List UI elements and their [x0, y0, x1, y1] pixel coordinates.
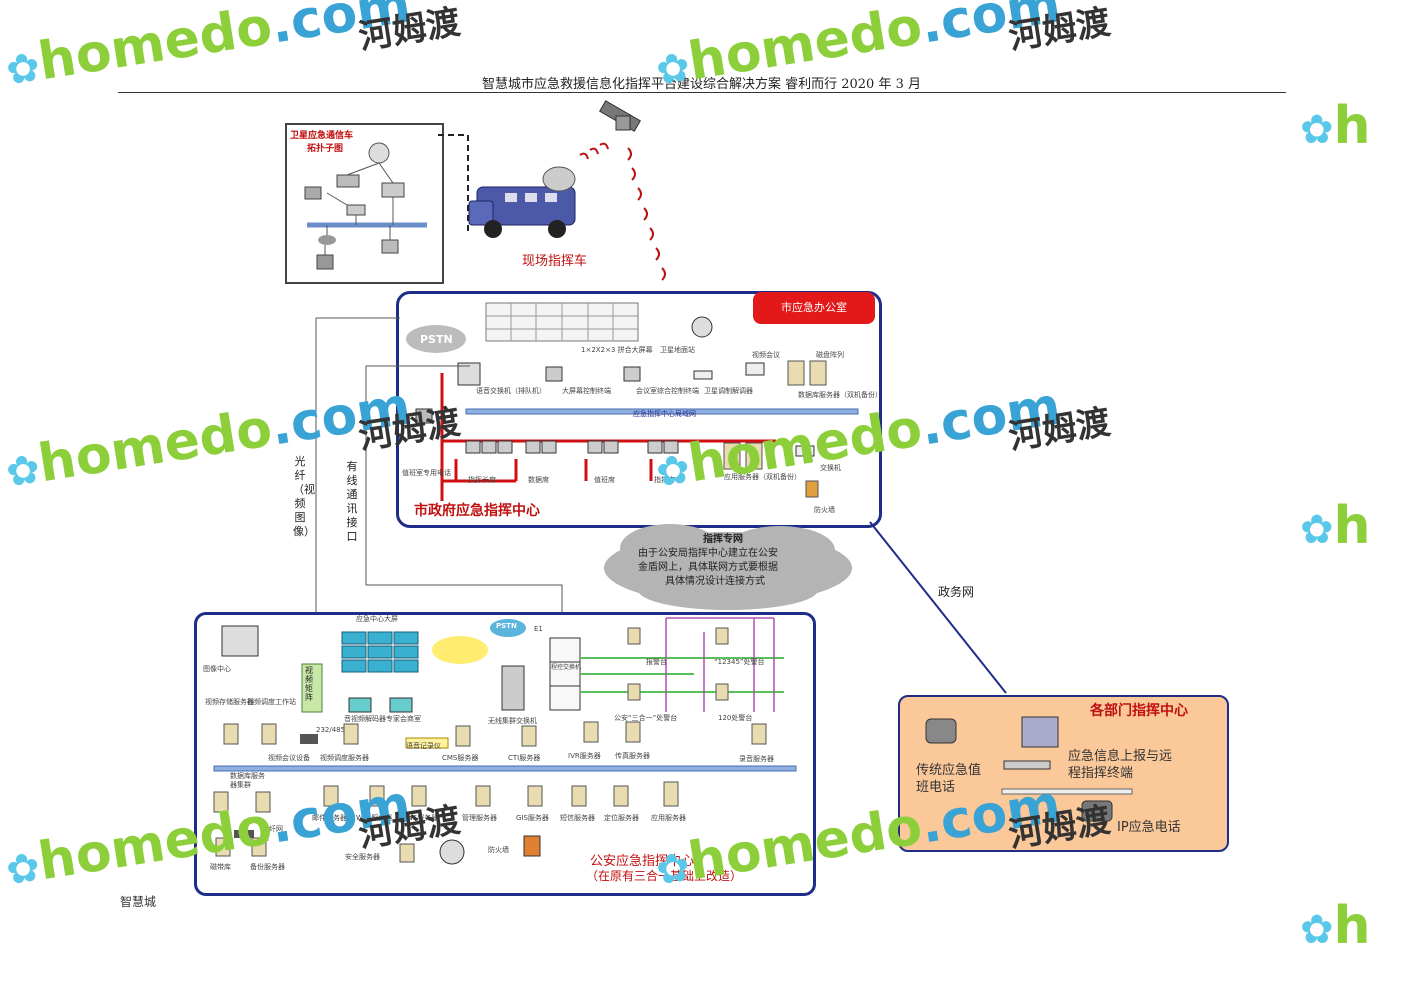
- gov-center-diagram: [406, 302, 859, 501]
- gov-big-screen-label: 1×2X2×3 拼合大屏幕: [581, 346, 653, 354]
- page-header: 智慧城市应急救援信息化指挥平台建设综合解决方案 睿利而行 2020 年 3 月: [481, 77, 922, 92]
- gov-net-label: 政务网: [938, 585, 975, 599]
- police-record-label: 录音服务器: [739, 755, 774, 763]
- police-firewall-label: 防火墙: [488, 846, 509, 854]
- gov-sat-modem-label: 卫星调制解调器: [704, 387, 753, 395]
- police-vconf-label: 视频会议设备: [268, 754, 310, 762]
- gov-seat-3: 值班席: [594, 476, 615, 484]
- police-matrix-label: 视频矩阵: [305, 666, 313, 702]
- dept-phone-label: 传统应急值班电话: [916, 763, 982, 795]
- gov-center-title: 市政府应急指挥中心: [414, 503, 540, 519]
- police-dns-label: DNS服务器: [402, 814, 439, 822]
- gov-disk-array-label: 磁盘阵列: [816, 351, 844, 359]
- police-fax-label: 传真服务器: [615, 752, 650, 760]
- gov-seat-2: 数据席: [528, 476, 549, 484]
- cloud-line-2: 金盾网上，具体联网方式要根据: [638, 562, 778, 573]
- police-app-label: 应用服务器: [651, 814, 686, 822]
- police-wireless-label: 无线集群交换机: [488, 717, 537, 725]
- police-voice-rec-label: 语音记录仪: [406, 742, 441, 750]
- cloud-line-3: 具体情况设计连接方式: [665, 576, 765, 587]
- gov-seat-4: 指挥席: [654, 476, 675, 484]
- police-center-diagram: [213, 617, 797, 865]
- fiber-label: 光纤（视频图像）: [293, 455, 315, 538]
- police-security-label: 安全服务器: [345, 853, 380, 861]
- gov-switch-label: 交换机: [820, 464, 841, 472]
- police-seat-3in1: 公安“三合一”处警台: [614, 714, 678, 722]
- satellite-box-diagram: [304, 142, 427, 270]
- gov-screen-ctrl-label: 大屏幕控制终端: [562, 387, 611, 395]
- police-image-center-label: 图像中心: [203, 665, 231, 673]
- police-cms-label: CMS服务器: [442, 754, 479, 762]
- dept-diagram: [925, 716, 1133, 822]
- police-disk-label: 磁带库: [210, 863, 231, 871]
- police-e1-label: E1: [534, 625, 543, 633]
- satellite-box-title-1: 卫星应急通信车: [290, 131, 354, 141]
- cloud-title: 指挥专网: [703, 534, 743, 545]
- police-cti-label: CTI服务器: [508, 754, 541, 762]
- police-title-1: 公安应急指挥中心: [590, 854, 695, 869]
- dept-title: 各部门指挥中心: [1090, 703, 1188, 719]
- cloud-line-1: 由于公安局指挥中心建立在公安: [638, 548, 778, 559]
- police-seat-110: 报警台: [646, 658, 667, 666]
- gov-exchange-label: 语音交换机（排队机）: [476, 387, 546, 395]
- police-gis-label: GIS服务器: [516, 814, 549, 822]
- police-decoder1-label: 音视频解码器: [344, 715, 386, 723]
- police-sms-label: 短信服务器: [560, 814, 595, 822]
- police-vdispatch-label: 视频调度服务器: [320, 754, 369, 762]
- police-db-cluster-label: 数据库服务器集群: [230, 772, 265, 789]
- police-backup-label: 备份服务器: [250, 863, 285, 871]
- satellite-box-link: [438, 134, 469, 231]
- header-rule: [118, 92, 1286, 93]
- police-web-label: Web服务器: [356, 814, 393, 822]
- gov-seat-1: 指挥长席: [468, 476, 496, 484]
- police-big-screen-label: 应急中心大屏: [356, 615, 398, 623]
- command-vehicle-icon: [468, 166, 576, 238]
- gov-firewall-label: 防火墙: [814, 506, 835, 514]
- police-ivr-label: IVR服务器: [568, 752, 601, 760]
- gov-db-server-label: 数据库服务器（双机备份）: [798, 391, 882, 399]
- police-locate-label: 定位服务器: [604, 814, 639, 822]
- police-seat-120: 120处警台: [718, 714, 753, 722]
- police-seat-12345: “12345”处警台: [714, 658, 765, 666]
- police-pstn-label: PSTN: [496, 622, 517, 630]
- vehicle-label: 现场指挥车: [522, 254, 588, 269]
- gov-duty-phone-label: 值班室专用电话: [402, 469, 451, 477]
- police-mail-label: 邮件服务器: [312, 814, 347, 822]
- police-storage-label: 视频存储服务器: [205, 698, 254, 706]
- police-command-center: [194, 612, 816, 896]
- police-decoder2-label: 专家会商室: [386, 715, 421, 723]
- satellite-icon: [579, 100, 666, 281]
- police-fiber-net-label: 光纤网络: [262, 825, 283, 842]
- dept-ip-phone-label: IP应急电话: [1117, 820, 1181, 835]
- gov-video-conf-label: 视频会议: [752, 351, 780, 359]
- gov-lan-label: 应急指挥中心局域网: [633, 410, 696, 418]
- satellite-topology-box: 卫星应急通信车 拓扑子图: [285, 123, 444, 284]
- satellite-box-title-2: 拓扑子图: [307, 144, 344, 154]
- police-rs-label: 232/485: [316, 726, 346, 734]
- command-network-cloud: [604, 524, 852, 610]
- gov-pstn-label: PSTN: [420, 333, 453, 346]
- gov-office-badge: 市应急办公室: [753, 292, 875, 324]
- police-dispatch-ws-label: 视频调度工作站: [247, 698, 296, 706]
- wired-label: 有线通讯接口: [346, 460, 358, 543]
- dept-terminal-label: 应急信息上报与远程指挥终端: [1068, 749, 1173, 781]
- gov-sat-station-label: 卫星地面站: [660, 346, 695, 354]
- page-footer: 智慧城: [120, 895, 157, 909]
- police-title-2: （在原有三合一基础上改造）: [586, 869, 743, 883]
- gov-conf-ctrl-label: 会议室综合控制终端: [636, 387, 699, 395]
- police-manage-label: 管理服务器: [462, 814, 497, 822]
- police-exchange-label: 程控交换机: [551, 664, 582, 671]
- gov-app-server-label: 应用服务器（双机备份）: [724, 473, 801, 481]
